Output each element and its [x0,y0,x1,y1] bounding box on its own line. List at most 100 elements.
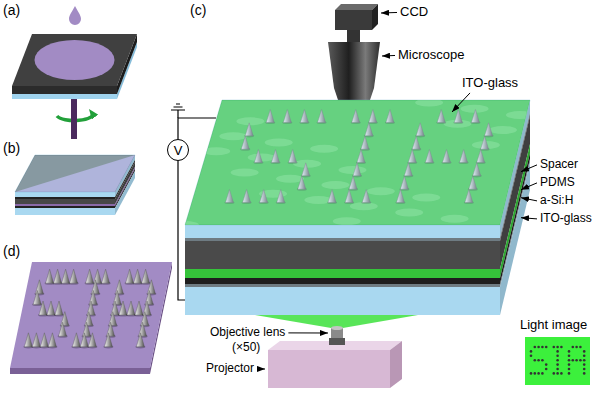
microcone [85,312,93,326]
leader-arrow [521,198,537,201]
cell-layer [15,199,115,204]
microcone [32,333,40,347]
microcone [107,322,115,336]
device-layer [185,238,500,241]
coated-film [35,40,115,80]
pattern-dot [537,346,540,349]
microcone [94,269,102,283]
microcone [115,280,123,294]
wire [178,118,216,139]
panel-label: (c) [190,2,206,18]
layer-label: Spacer [540,158,578,172]
cell-layer [15,208,115,215]
pattern-dot [568,372,571,375]
projector [390,341,402,388]
pattern-dot [545,368,548,371]
pattern-dot [583,363,586,366]
pattern-dot [537,359,540,362]
leader-arrow [381,12,397,14]
pattern-dot [568,350,571,353]
pattern-dot [556,350,559,353]
glass-edge [12,94,117,99]
ground-symbol [171,104,185,118]
leader-arrow [382,55,395,57]
ccd-camera [372,4,378,30]
cell-top [15,155,135,192]
microcone [135,301,143,315]
light-image [525,337,590,385]
panel-label: (b) [3,140,20,156]
pdms-surface [185,100,530,225]
device-layer [185,241,500,269]
pattern-dot [583,350,586,353]
microcone [46,269,54,283]
pattern-dot [530,355,533,358]
source-symbol-text: V [174,144,183,157]
microcone [61,312,69,326]
assembled-cell [15,155,135,215]
microcone [70,269,78,283]
magnification-label: (×50) [232,341,260,355]
pattern-dot [530,350,533,353]
part-label: Projector [206,362,254,376]
leader-arrow [288,332,328,333]
pattern-dot [583,355,586,358]
part-label: CCD [400,5,428,20]
top-ito-glass [185,100,530,225]
device-layer [185,284,500,287]
microcone [142,269,150,283]
pattern-dot [541,372,544,375]
microcone [89,290,97,304]
microcone [136,333,144,347]
pattern-dot [572,346,575,349]
pattern-dot [583,372,586,375]
pattern-dot [534,346,537,349]
device-layer [185,225,500,238]
voltage-wiring [171,104,216,300]
microcone [139,322,147,336]
pattern-dot [575,359,578,362]
pattern-dot [545,363,548,366]
microcone [147,280,155,294]
pattern-dot [530,372,533,375]
setup [171,4,590,388]
microcone [35,280,43,294]
microcone [83,322,91,336]
voltage-source: V [167,139,189,161]
microcone [145,290,153,304]
pattern-dot [568,363,571,366]
microcone [109,312,117,326]
wire [178,161,185,300]
microcone [127,301,135,315]
microcone [141,312,149,326]
pattern-dot [553,346,556,349]
pattern-dot [556,363,559,366]
pattern-dot [572,359,575,362]
pattern-dot [583,368,586,371]
pattern-dot [541,359,544,362]
microcone [104,333,112,347]
pattern-dot [537,372,540,375]
part-label: Microscope [398,48,464,63]
pattern-dot [556,355,559,358]
plate-edge [10,368,150,374]
pattern-dot [560,346,563,349]
layer-label: PDMS [540,176,575,190]
pdms-ripples [171,99,534,230]
microcone [59,322,67,336]
device-layer [185,287,500,315]
leader-arrow [521,218,537,219]
pattern-dot [545,346,548,349]
pattern-dot [568,359,571,362]
microcone [88,333,96,347]
microcone [39,301,47,315]
pattern-dot [579,359,582,362]
microcone [47,301,55,315]
microcone [72,333,80,347]
cell-layer [15,192,115,197]
patterned-plate [10,262,172,374]
ccd-camera [335,10,372,30]
device-layer [185,269,500,278]
pattern-dot [556,372,559,375]
